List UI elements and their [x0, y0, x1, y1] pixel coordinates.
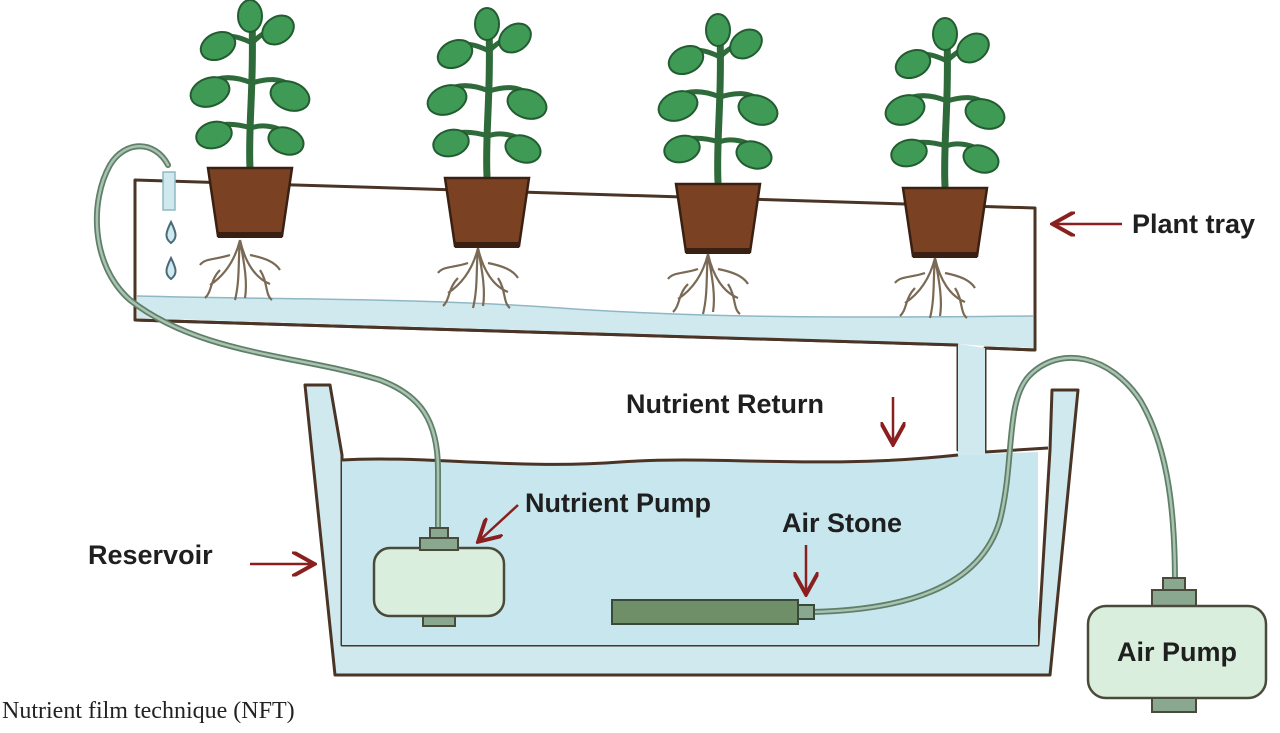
label-nutrient-return: Nutrient Return — [626, 389, 824, 419]
plant-icon — [423, 8, 550, 176]
plant-icon — [654, 14, 781, 182]
arrow-icon — [480, 504, 519, 540]
drip-outlet — [162, 171, 176, 211]
pot-icon — [901, 186, 989, 260]
label-plant-tray: Plant tray — [1132, 209, 1255, 239]
air-pump — [1086, 577, 1268, 713]
nutrient-pump — [372, 527, 506, 627]
label-air-stone: Air Stone — [782, 508, 902, 538]
figure-caption: Nutrient film technique (NFT) — [2, 698, 295, 724]
air-stone — [611, 599, 815, 625]
water-drop-icon — [165, 255, 177, 281]
label-nutrient-pump: Nutrient Pump — [525, 488, 711, 518]
pot-icon — [674, 182, 762, 256]
water-drop-icon — [165, 219, 177, 245]
plant-icon — [881, 18, 1008, 186]
plant-tray — [133, 178, 1037, 455]
label-reservoir: Reservoir — [88, 540, 213, 570]
label-air-pump: Air Pump — [1117, 637, 1237, 667]
pot-icon — [443, 176, 531, 250]
pot-icon — [206, 166, 294, 240]
plant-icon — [186, 0, 313, 168]
reservoir — [303, 383, 1080, 677]
